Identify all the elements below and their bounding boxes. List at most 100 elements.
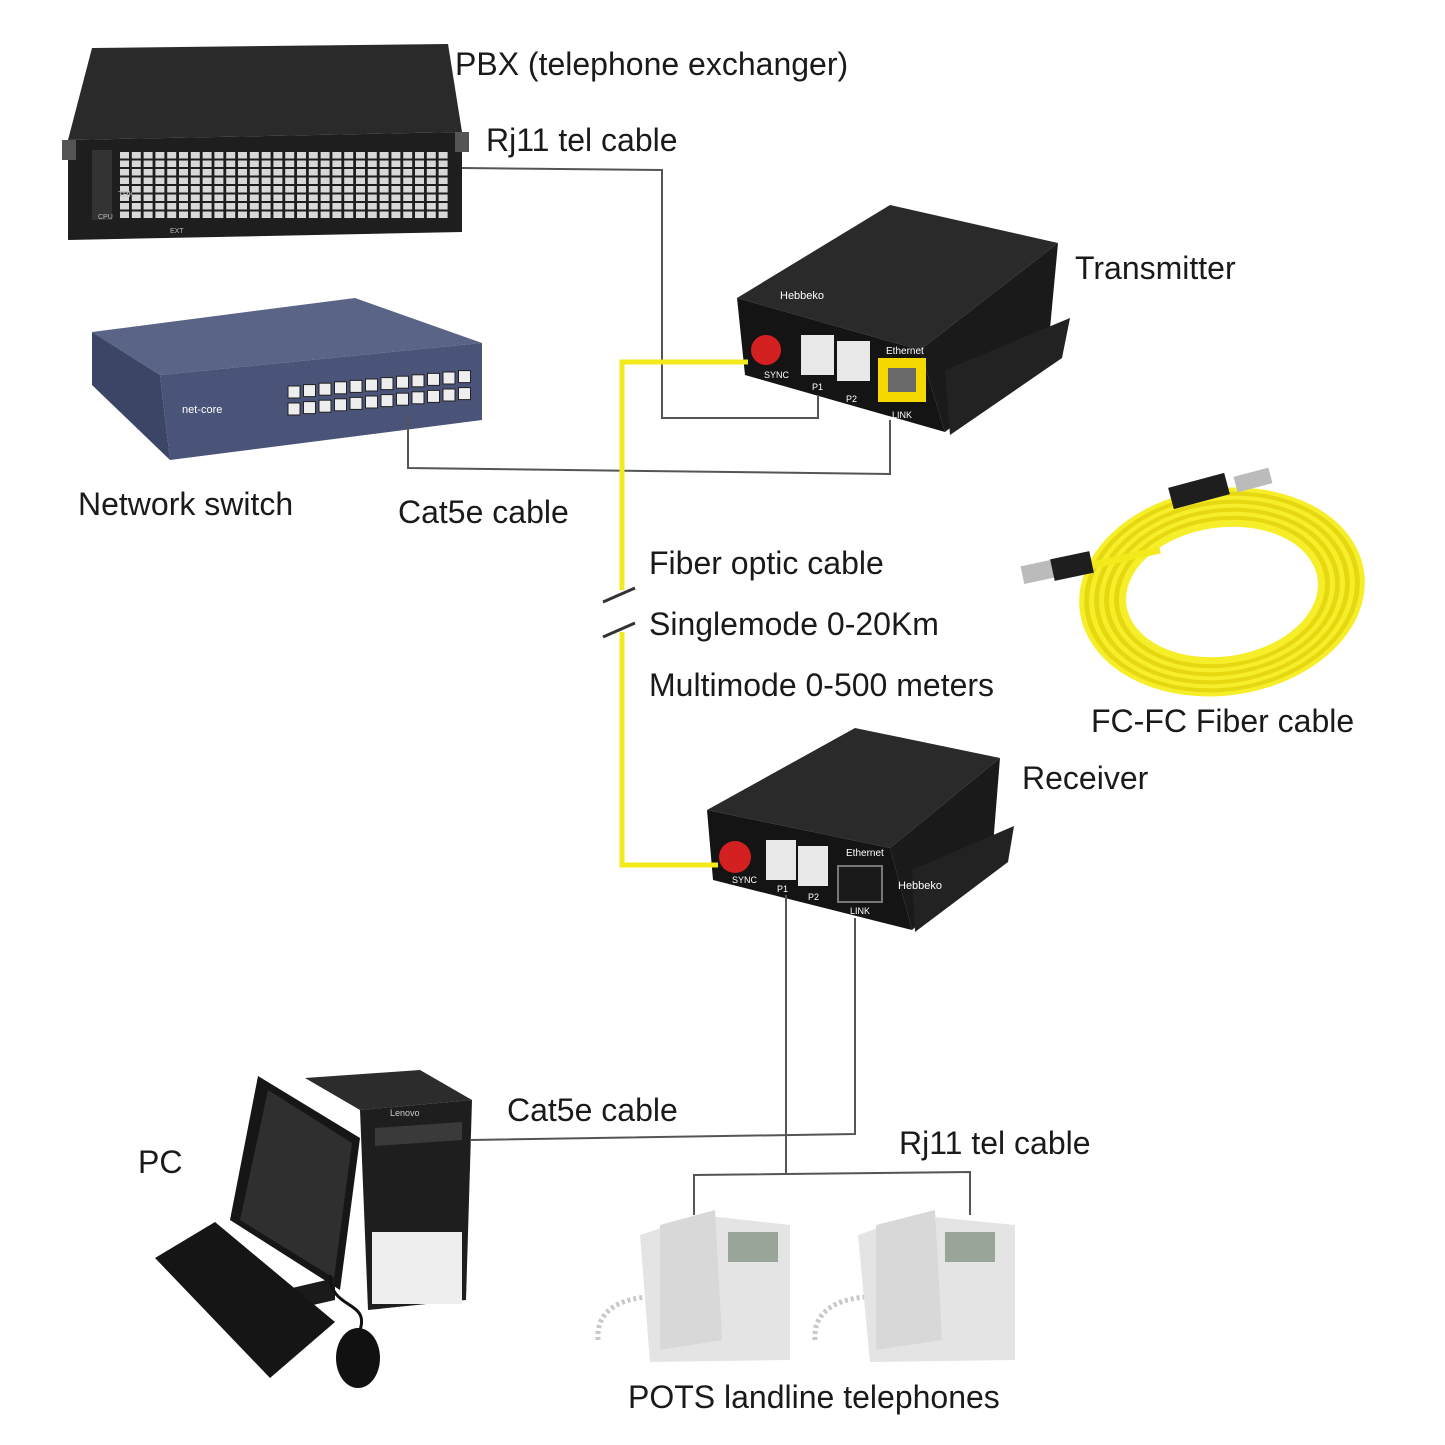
pbx-port	[190, 186, 200, 193]
pbx-port	[356, 203, 365, 210]
pbx-port	[426, 186, 436, 193]
pbx-port	[120, 177, 129, 184]
fiber-optic-cable-label: Fiber optic cable	[649, 545, 884, 581]
pbx-port	[155, 152, 165, 159]
pbx-port	[238, 152, 247, 159]
receiver-sync-port[interactable]	[719, 841, 751, 873]
switch-port	[411, 374, 425, 388]
switch-port	[411, 391, 425, 405]
pbx-port	[249, 152, 259, 159]
pbx-port	[179, 211, 188, 218]
pbx-port	[155, 203, 165, 210]
pbx-port	[415, 194, 424, 201]
pbx-port	[285, 152, 295, 159]
pbx-port	[426, 203, 436, 210]
transmitter-link-label: LINK	[892, 410, 913, 420]
pbx-port	[356, 177, 365, 184]
pbx-port	[120, 194, 129, 201]
pbx-port	[226, 203, 236, 210]
pbx-port	[403, 169, 413, 176]
receiver-ethernet-port[interactable]	[837, 865, 883, 903]
switch-port	[458, 387, 471, 401]
pc-brand: Lenovo	[390, 1108, 420, 1118]
pbx-port	[261, 160, 271, 167]
pbx-port	[415, 203, 424, 210]
pbx-port	[273, 186, 283, 193]
receiver-label: Receiver	[1022, 760, 1149, 796]
pbx-port	[403, 186, 413, 193]
pbx-port	[297, 177, 306, 184]
fiber-optic-link	[602, 359, 748, 868]
pbx-port	[120, 203, 129, 210]
pbx-port	[249, 186, 259, 193]
fc-fc-fiber-coil	[1020, 467, 1365, 697]
pbx-port	[367, 169, 377, 176]
pbx-port	[415, 160, 424, 167]
pbx-port	[202, 160, 212, 167]
pbx-port	[214, 177, 224, 184]
receiver-p2-port[interactable]	[798, 846, 828, 886]
pbx-port	[202, 211, 212, 218]
switch-port-panel	[287, 370, 471, 416]
pbx-port	[320, 177, 330, 184]
pbx-port	[391, 203, 401, 210]
switch-port	[287, 402, 301, 416]
pbx-port	[320, 169, 330, 176]
pbx-port	[214, 152, 224, 159]
pbx-port	[403, 160, 413, 167]
pbx-port	[332, 177, 342, 184]
pbx-port	[297, 194, 306, 201]
pbx-port	[226, 160, 236, 167]
pbx-port	[332, 203, 342, 210]
receiver-device	[707, 728, 1014, 932]
pbx-port	[179, 177, 188, 184]
pbx-port	[391, 169, 401, 176]
pbx-port	[403, 211, 413, 218]
telephone-left	[595, 1210, 790, 1362]
pbx-port	[155, 211, 165, 218]
pbx-port	[190, 177, 200, 184]
pbx-port	[179, 160, 188, 167]
pbx-port	[190, 152, 200, 159]
pbx-port	[261, 169, 271, 176]
pbx-port	[367, 194, 377, 201]
pbx-port	[332, 169, 342, 176]
pbx-port	[143, 203, 153, 210]
pbx-port	[120, 152, 129, 159]
pbx-port	[426, 211, 436, 218]
transmitter-sync-port[interactable]	[751, 335, 781, 365]
transmitter-p1-port[interactable]	[801, 335, 834, 375]
network-switch-device	[92, 298, 482, 460]
pc-label: PC	[138, 1144, 183, 1180]
pbx-port	[438, 169, 448, 176]
pbx-port-panel	[120, 152, 448, 218]
pbx-port	[367, 160, 377, 167]
pbx-port	[131, 211, 141, 218]
pbx-port	[131, 203, 141, 210]
pbx-port	[202, 194, 212, 201]
pbx-port	[379, 169, 389, 176]
pbx-port	[344, 186, 354, 193]
switch-port	[334, 381, 347, 395]
receiver-p1-port[interactable]	[766, 840, 796, 880]
pbx-port	[367, 211, 377, 218]
pbx-port	[297, 186, 306, 193]
transmitter-p2-port[interactable]	[837, 341, 870, 381]
receiver-to-pc-cat5e-cable	[469, 918, 856, 1141]
switch-port	[458, 370, 471, 384]
pbx-port	[391, 160, 401, 167]
pbx-to-transmitter-rj11-cable	[461, 167, 819, 419]
pbx-port	[202, 177, 212, 184]
pbx-port	[226, 177, 236, 184]
switch-port	[349, 379, 363, 393]
cat5e-cable-label-top: Cat5e cable	[398, 494, 569, 530]
pbx-port	[202, 169, 212, 176]
receiver-sync-label: SYNC	[732, 875, 758, 885]
pbx-port	[179, 169, 188, 176]
pbx-port	[167, 169, 177, 176]
pbx-port	[226, 211, 236, 218]
receiver-p2-label: P2	[808, 892, 820, 902]
pbx-port	[285, 203, 295, 210]
